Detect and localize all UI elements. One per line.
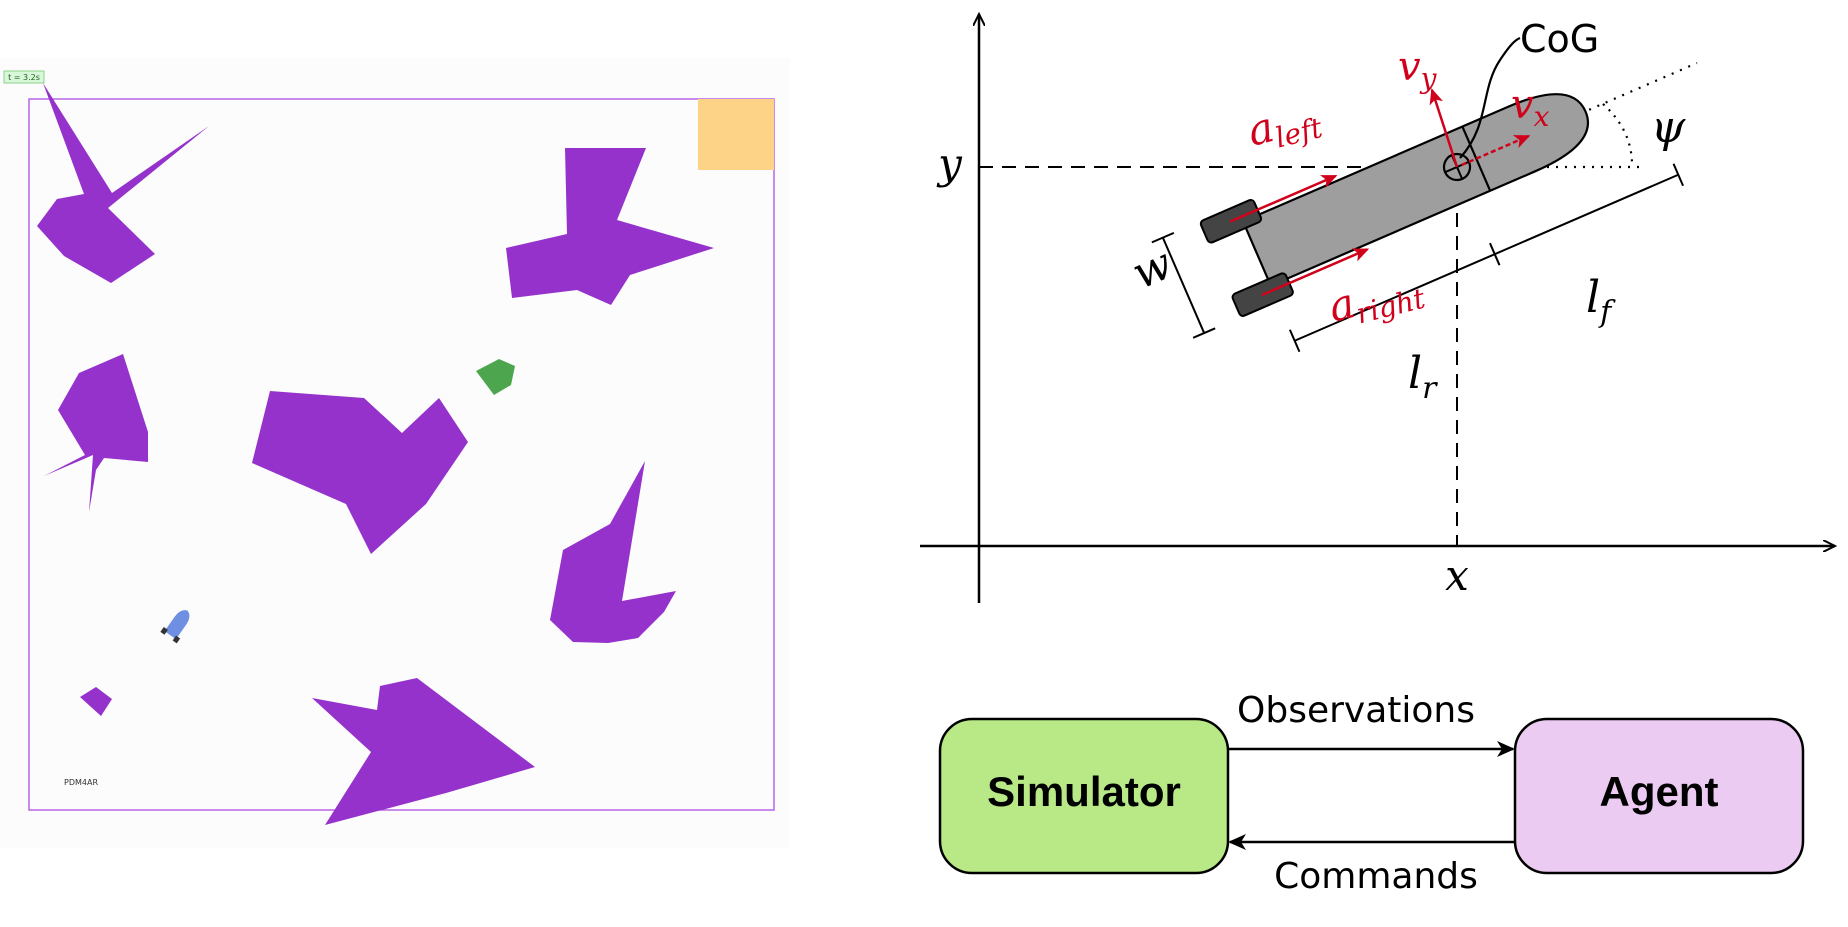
vy-label: vy (1398, 44, 1438, 95)
world-boundary (28, 98, 775, 811)
x-axis-label: x (1445, 551, 1469, 600)
obstacle (80, 687, 112, 716)
time-label: t = 3.2s (8, 73, 40, 82)
commands-label: Commands (1274, 856, 1478, 897)
lf-label: lf (1586, 272, 1616, 330)
a-right-vector (1261, 248, 1370, 297)
vehicle-body (1241, 93, 1590, 288)
agent-label: Agent (1600, 768, 1719, 815)
vehicle-icon (160, 610, 190, 644)
vehicle-model-diagram: y x ψ (920, 14, 1835, 603)
simulation-panel: t = 3.2s PDM4AR (0, 58, 790, 848)
cog-crossline (1461, 126, 1492, 192)
simulator-label: Simulator (987, 768, 1181, 815)
goal-region (698, 99, 774, 170)
target-marker (476, 359, 515, 395)
vx-vector (1461, 134, 1531, 167)
psi-arc (1602, 103, 1634, 166)
obstacle (44, 354, 148, 512)
vy-vector (1429, 88, 1459, 168)
w-label: w (1125, 238, 1180, 300)
obstacle (252, 391, 468, 554)
psi-label: ψ (1651, 102, 1686, 153)
obstacle (506, 148, 714, 305)
cog-label: CoG (1520, 17, 1599, 61)
length-dimension (1294, 173, 1679, 342)
width-dimension (1161, 237, 1206, 334)
simulator-box (938, 717, 1230, 875)
agent-box (1513, 717, 1805, 875)
obstacle (312, 678, 535, 825)
simulation-loop-diagram: Simulator Agent Observations Commands (938, 690, 1805, 897)
a-left-vector (1229, 174, 1338, 223)
vehicle-body-group (1151, 93, 1684, 353)
a-right-label: aright (1324, 261, 1430, 336)
obstacle (550, 461, 676, 643)
time-badge: t = 3.2s (3, 70, 45, 84)
obstacle (37, 83, 209, 283)
y-axis-label: y (936, 139, 963, 188)
observations-label: Observations (1237, 690, 1475, 731)
a-left-label: aleft (1243, 91, 1327, 161)
obstacles (37, 83, 714, 825)
watermark-label: PDM4AR (64, 778, 98, 787)
heading-line (1456, 61, 1698, 169)
vx-label: vx (1511, 82, 1550, 133)
cog-leader (1459, 36, 1521, 159)
lr-label: lr (1408, 348, 1438, 406)
